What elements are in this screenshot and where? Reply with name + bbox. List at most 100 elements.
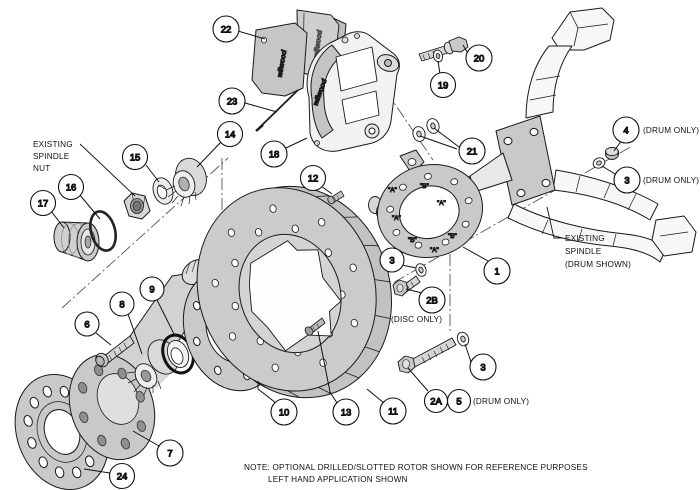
part-pad-pin [255, 89, 299, 132]
pad2-brand-text: wilwood [313, 29, 324, 58]
callout-14: 14 [216, 120, 244, 148]
callout-7: 7 [156, 439, 184, 467]
drum-only-label-3: (DRUM ONLY) [643, 176, 699, 185]
callout-4: 4 [612, 116, 640, 144]
callout-13: 13 [332, 398, 360, 426]
svg-text:EXISTING: EXISTING [565, 234, 605, 243]
callout-16: 16 [57, 173, 85, 201]
part-bolt-2a [397, 331, 470, 374]
callout-19: 19 [429, 71, 457, 99]
part-wheel-stud [95, 335, 135, 368]
svg-text:3: 3 [624, 176, 629, 187]
annotations: EXISTING SPINDLE NUT EXISTING SPINDLE (D… [33, 126, 699, 484]
reference-note: NOTE: OPTIONAL DRILLED/SLOTTED ROTOR SHO… [244, 463, 588, 484]
svg-text:3: 3 [389, 256, 394, 267]
part-caliper-bolt [418, 36, 469, 63]
bracket-hole-labels: "A" "B" "A" "A" "B" "B" "A" [388, 183, 458, 255]
part-o-ring [89, 210, 117, 252]
callout-2b: 2B [418, 286, 446, 314]
callout-1: 1 [483, 257, 511, 285]
callout-24: 24 [108, 462, 136, 490]
svg-text:NUT: NUT [33, 164, 50, 173]
leader-lines [50, 30, 623, 474]
svg-text:9: 9 [149, 285, 154, 296]
svg-text:22: 22 [221, 25, 232, 36]
hole-label-b1: "B" [420, 183, 429, 190]
svg-text:21: 21 [467, 147, 478, 158]
callout-10: 10 [270, 398, 298, 426]
svg-text:10: 10 [279, 408, 290, 419]
part-existing-spindle [458, 7, 697, 263]
svg-text:12: 12 [308, 174, 319, 185]
svg-text:5: 5 [456, 397, 461, 408]
part-bolt-2b [392, 263, 427, 297]
svg-text:2A: 2A [430, 397, 442, 408]
existing-spindle-nut-label: EXISTING SPINDLE NUT [33, 140, 73, 173]
part-rotor [196, 185, 393, 399]
hole-label-b2: "B" [408, 237, 417, 244]
svg-text:2B: 2B [426, 296, 438, 307]
part-stud-12 [327, 190, 345, 205]
part-drum-nut-and-washer [592, 147, 619, 169]
callout-3-mid: 3 [379, 247, 405, 273]
svg-text:LEFT HAND APPLICATION SHOWN: LEFT HAND APPLICATION SHOWN [268, 475, 408, 484]
svg-text:(DRUM SHOWN): (DRUM SHOWN) [565, 260, 631, 269]
part-caliper-bracket: "A" "B" "A" "A" "B" "B" "A" [368, 149, 484, 259]
svg-text:3: 3 [480, 363, 485, 374]
svg-text:1: 1 [494, 267, 499, 278]
svg-text:15: 15 [130, 153, 141, 164]
hole-label-a3: "A" [392, 215, 401, 222]
svg-text:20: 20 [474, 54, 485, 65]
svg-text:18: 18 [269, 150, 280, 161]
svg-text:11: 11 [388, 407, 398, 418]
disc-only-label: (DISC ONLY) [391, 315, 442, 324]
svg-text:7: 7 [167, 449, 172, 460]
svg-text:SPINDLE: SPINDLE [33, 152, 70, 161]
part-spindle-washer [152, 177, 174, 205]
svg-text:6: 6 [84, 320, 89, 331]
existing-spindle-label: EXISTING SPINDLE (DRUM SHOWN) [565, 234, 631, 269]
hole-label-a2: "A" [437, 200, 446, 207]
callout-3-low: 3 [469, 353, 497, 381]
part-spindle-nut [123, 192, 151, 220]
svg-text:23: 23 [227, 97, 238, 108]
part-rotor-stud [304, 317, 326, 336]
callout-3-right: 3 [613, 166, 641, 194]
callout-9: 9 [139, 276, 165, 302]
callout-21: 21 [458, 137, 486, 165]
svg-text:17: 17 [38, 199, 49, 210]
drum-only-label-5: (DRUM ONLY) [473, 397, 529, 406]
hole-label-a4: "A" [430, 247, 439, 254]
callout-2a: 2A [423, 388, 449, 414]
part-dust-cap [53, 221, 100, 262]
callout-23: 23 [218, 87, 246, 115]
callouts: 22 23 14 15 16 17 18 12 20 19 21 4 3 1 3… [29, 15, 641, 490]
hole-label-b3: "B" [448, 233, 457, 240]
svg-text:24: 24 [117, 472, 128, 483]
part-grease-seal [161, 333, 195, 375]
svg-text:16: 16 [66, 183, 77, 194]
callout-20: 20 [465, 44, 493, 72]
svg-text:EXISTING: EXISTING [33, 140, 73, 149]
callout-17: 17 [29, 189, 57, 217]
svg-text:13: 13 [341, 408, 352, 419]
hole-label-a1: "A" [388, 187, 397, 194]
callout-12: 12 [299, 164, 327, 192]
svg-text:14: 14 [225, 130, 236, 141]
svg-text:8: 8 [119, 300, 124, 311]
callout-15: 15 [121, 143, 149, 171]
part-caliper: wilwood [306, 31, 400, 152]
callout-11: 11 [379, 397, 407, 425]
svg-text:SPINDLE: SPINDLE [565, 247, 602, 256]
svg-text:19: 19 [438, 81, 449, 92]
part-outer-bearing [165, 157, 207, 207]
drum-only-label-4: (DRUM ONLY) [643, 126, 699, 135]
svg-text:NOTE: OPTIONAL DRILLED/SLOTTED: NOTE: OPTIONAL DRILLED/SLOTTED ROTOR SHO… [244, 463, 588, 472]
callout-5: 5 [446, 388, 472, 414]
rotor-vane-ticks [256, 195, 391, 398]
callout-22: 22 [212, 15, 240, 43]
callout-6: 6 [74, 311, 100, 337]
svg-text:4: 4 [623, 126, 628, 137]
